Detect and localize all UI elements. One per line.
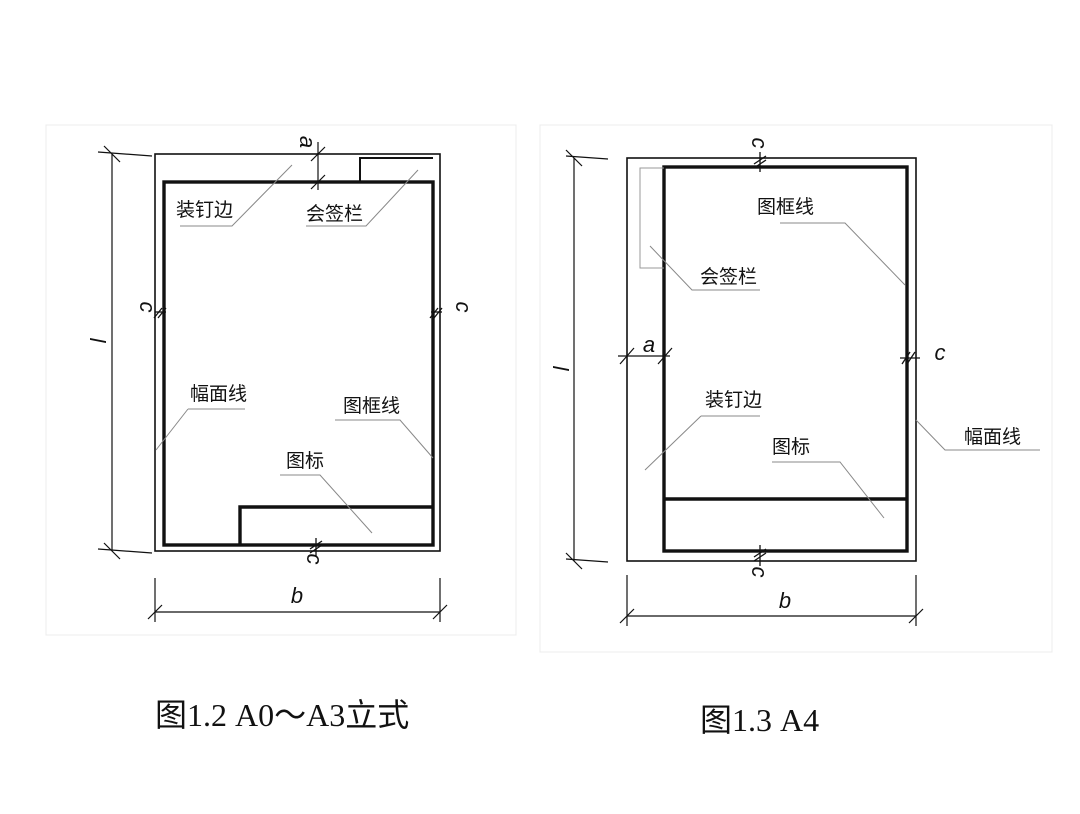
left-dim-a-label: a [295, 136, 320, 148]
right-dim-c-right-label: c [935, 340, 946, 365]
left-dim-l-label: l [85, 338, 110, 344]
right-label-title-block: 图标 [772, 436, 810, 458]
left-dim-c-ticks [153, 307, 443, 556]
left-figure-caption: 图1.2 A0～A3立式 [155, 697, 410, 733]
left-dim-c-right-label: c [451, 302, 476, 313]
figure-right: 图框线 会签栏 装钉边 图标 幅面线 l b a [539, 124, 1053, 653]
left-dim-b [147, 578, 448, 622]
right-dim-b [619, 575, 924, 626]
right-sheet-line [626, 157, 917, 562]
right-dim-c-top-label: c [747, 138, 772, 149]
right-label-sheet-line: 幅面线 [964, 426, 1021, 448]
left-label-binding-edge: 装钉边 [176, 199, 233, 221]
left-dim-b-label: b [291, 583, 303, 608]
left-dim-l [97, 145, 153, 560]
right-dim-l [565, 149, 609, 570]
right-frame-line [662, 165, 909, 553]
right-label-signature-block: 会签栏 [700, 266, 757, 288]
left-panel-border [45, 124, 517, 636]
left-label-sheet-line: 幅面线 [190, 383, 247, 405]
left-title-block-box [238, 505, 433, 545]
left-label-signature-block: 会签栏 [306, 203, 363, 225]
left-signature-block-box [359, 157, 433, 182]
right-leaders [644, 222, 1040, 519]
right-label-binding-edge: 装钉边 [705, 389, 762, 411]
left-leaders [155, 164, 434, 534]
left-dim-c-left-label: c [135, 302, 160, 313]
left-label-frame-line: 图框线 [343, 395, 400, 417]
right-label-frame-line: 图框线 [757, 196, 814, 218]
right-figure-caption: 图1.3 A4 [700, 702, 820, 738]
left-dim-c-bottom-label: c [302, 554, 327, 565]
left-frame-line [162, 180, 435, 547]
right-dim-a [618, 347, 673, 365]
left-label-title-block: 图标 [286, 450, 324, 472]
right-dim-a-label: a [643, 332, 655, 357]
left-dim-a [310, 142, 326, 190]
right-dim-b-label: b [779, 588, 791, 613]
right-panel-border [539, 124, 1053, 653]
right-signature-block-box [639, 167, 664, 269]
right-dim-l-label: l [548, 366, 573, 372]
figure-left: 装钉边 会签栏 幅面线 图框线 图标 l b a [45, 124, 517, 636]
right-dim-c-bottom-label: c [747, 567, 772, 578]
left-sheet-line [154, 153, 441, 552]
right-dim-c-ticks [753, 152, 920, 566]
